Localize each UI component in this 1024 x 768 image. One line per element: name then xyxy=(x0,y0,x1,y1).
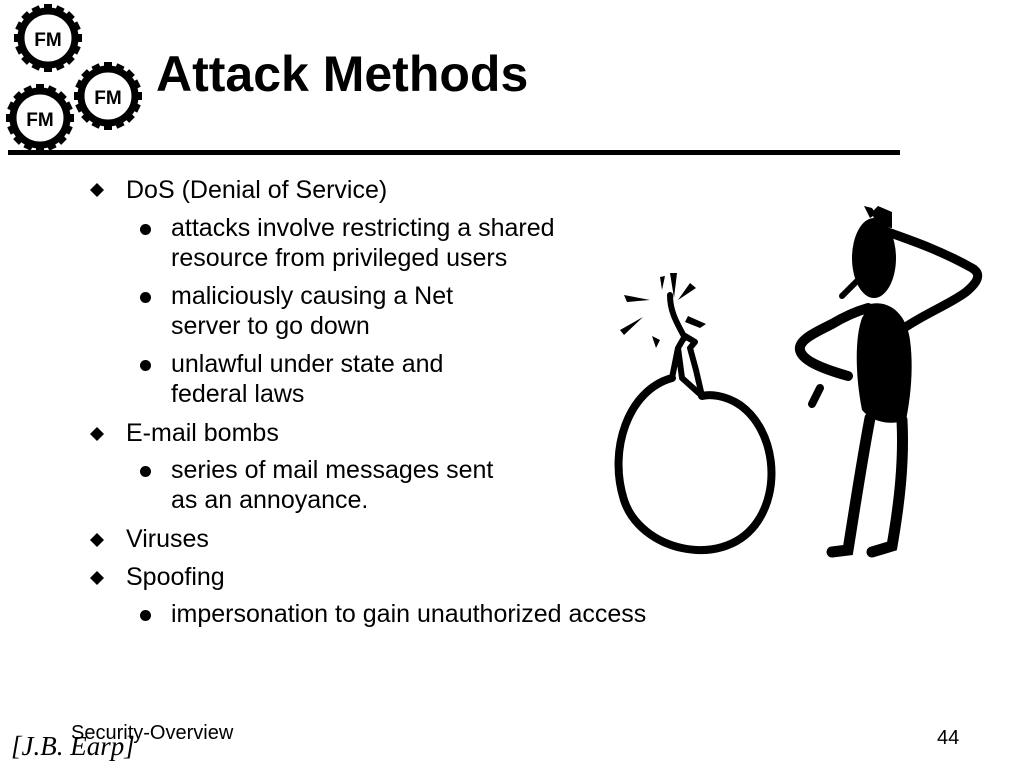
bomb-icon xyxy=(614,273,776,554)
bullet-text: DoS (Denial of Service) xyxy=(126,176,388,204)
bullet-text: Viruses xyxy=(126,525,209,553)
logo-text: FM xyxy=(26,110,53,131)
sub-bullet-text: maliciously causing a Net xyxy=(171,282,454,310)
dot-bullet-icon xyxy=(140,360,151,371)
bullet-text: E-mail bombs xyxy=(126,419,279,447)
sub-bullet-text: series of mail messages sent xyxy=(171,456,494,484)
footer-title: Security-Overview xyxy=(71,722,234,744)
bomb-and-person-illustration xyxy=(614,206,983,558)
title-divider xyxy=(8,150,900,155)
diamond-bullet-icon xyxy=(90,427,104,441)
confused-person-icon xyxy=(794,206,983,558)
dot-bullet-icon xyxy=(140,224,151,235)
logo-text: FM xyxy=(94,88,121,109)
sub-bullet-text: server to go down xyxy=(171,312,370,340)
diamond-bullet-icon xyxy=(90,183,104,197)
sub-bullet-text: federal laws xyxy=(171,380,305,408)
page-number: 44 xyxy=(937,727,960,749)
sub-bullet-text: as an annoyance. xyxy=(171,486,369,514)
diamond-bullet-icon xyxy=(90,533,104,547)
sub-bullet-text: attacks involve restricting a shared xyxy=(171,214,555,242)
logo-text: FM xyxy=(34,30,61,51)
dot-bullet-icon xyxy=(140,610,151,621)
author-signature: [J.B. Earp] xyxy=(11,731,135,761)
sub-bullet-text: resource from privileged users xyxy=(171,244,508,272)
slide-title: Attack Methods xyxy=(156,46,529,102)
sub-bullet-text: impersonation to gain unauthorized acces… xyxy=(171,600,647,628)
diamond-bullet-icon xyxy=(90,571,104,585)
dot-bullet-icon xyxy=(140,292,151,303)
fm-gear-logo-icon: FM FM FM xyxy=(0,0,160,160)
sub-bullet-text: unlawful under state and xyxy=(171,350,444,378)
bullet-text: Spoofing xyxy=(126,563,225,591)
dot-bullet-icon xyxy=(140,466,151,477)
